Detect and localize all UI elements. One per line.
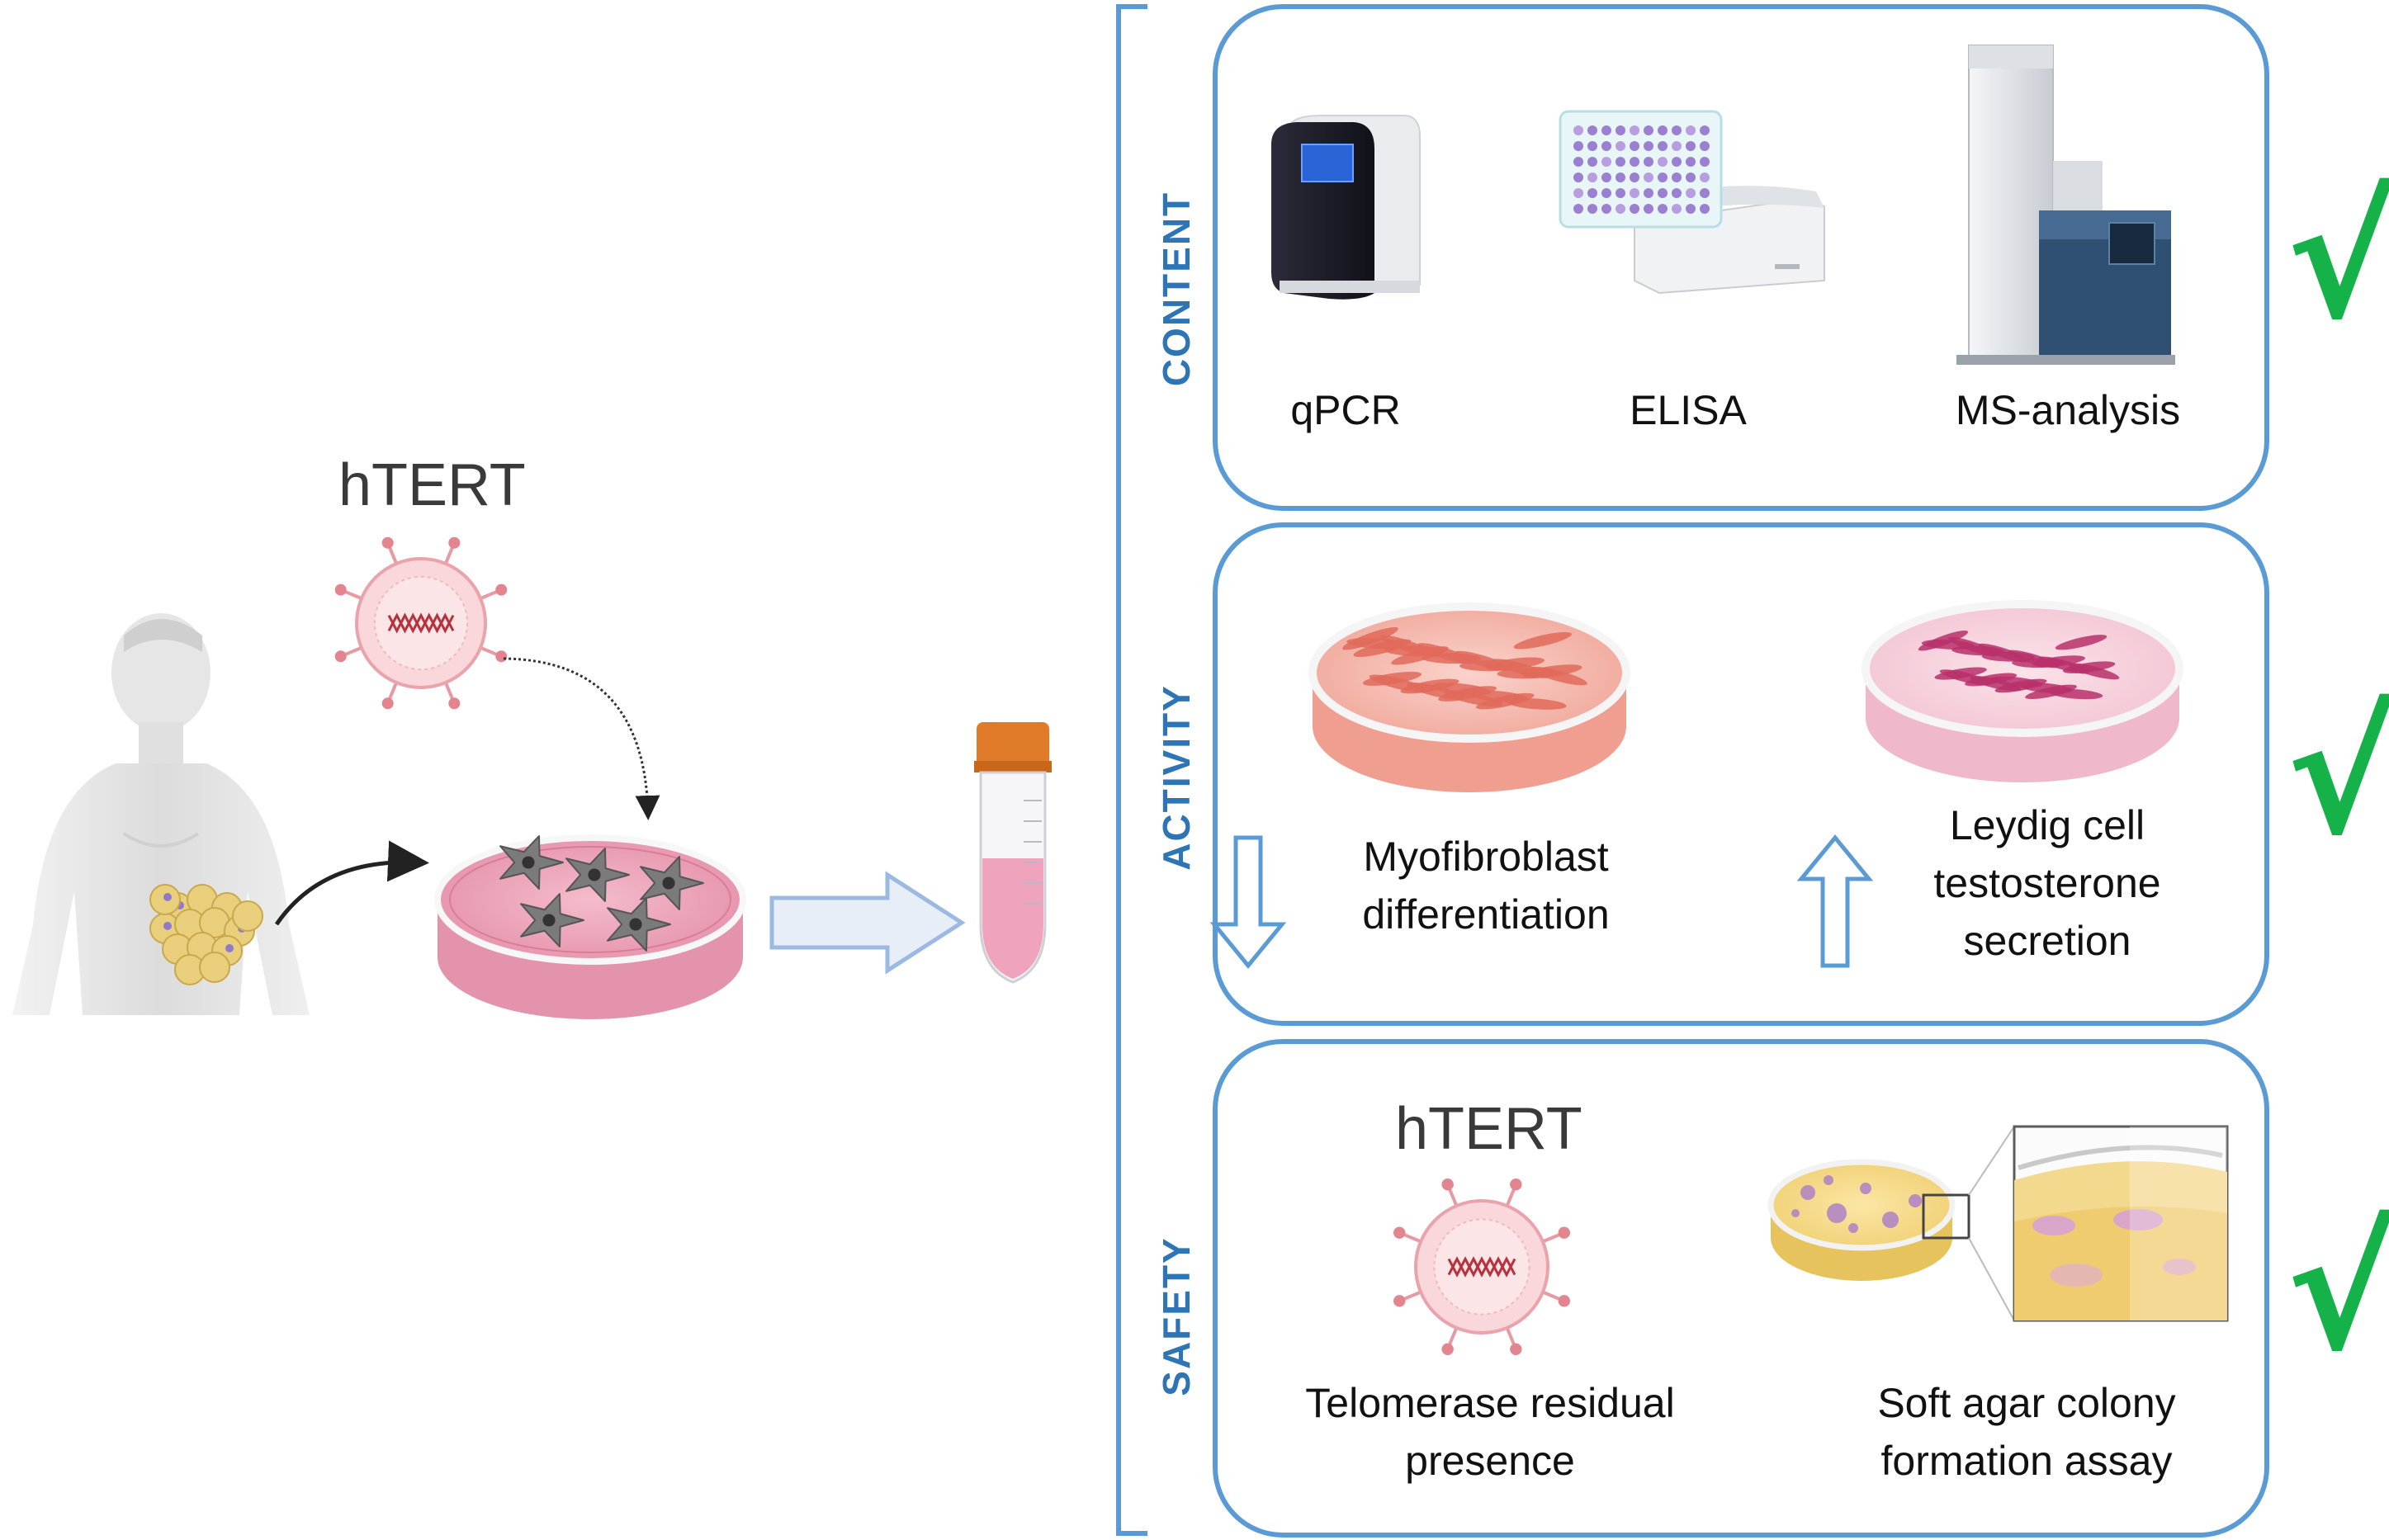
leydig-label-line1: Leydig cell	[1949, 802, 2145, 848]
activity-side-label: ACTIVITY	[1155, 684, 1198, 871]
virus-icon	[334, 536, 508, 710]
elisa-label: ELISA	[1630, 387, 1747, 433]
grouping-bracket	[1116, 4, 1147, 1536]
safety-check-icon: √	[2287, 1195, 2389, 1387]
ms-analysis-label: MS-analysis	[1955, 387, 2181, 433]
qpcr-label: qPCR	[1290, 387, 1401, 433]
myofibroblast-label-line2: differentiation	[1362, 891, 1610, 938]
elisa-plate-wells	[1573, 125, 1710, 214]
zoom-box-small	[1922, 1193, 1970, 1240]
leydig-label-line3: secretion	[1963, 918, 2131, 964]
htert-label-safety: hTERT	[1395, 1096, 1582, 1162]
curved-arrow-to-dish	[274, 840, 429, 926]
leydig-dish-icon	[1862, 600, 2183, 782]
myofibroblast-label-line1: Myofibroblast	[1363, 834, 1609, 880]
safety-side-label: SAFETY	[1155, 1236, 1198, 1396]
stellate-cells	[499, 835, 704, 952]
colony-dots	[1791, 1175, 1922, 1233]
soft-agar-dish-icon	[1767, 1159, 1956, 1281]
soft-agar-label-line2: formation assay	[1880, 1438, 2173, 1484]
safety-panel	[1213, 1039, 2269, 1538]
ms-instrument-icon	[1956, 45, 2175, 365]
increase-arrow-icon	[1796, 834, 1874, 968]
human-figure-icon	[12, 613, 310, 1015]
telomerase-label-line1: Telomerase residual	[1305, 1380, 1675, 1426]
cell-cluster-icon	[149, 884, 263, 985]
curved-dotted-arrow	[503, 657, 660, 820]
myofibroblast-cells	[1342, 627, 1587, 710]
htert-label-left: hTERT	[338, 452, 526, 518]
telomerase-label-line2: presence	[1405, 1438, 1575, 1484]
activity-check-icon: √	[2287, 679, 2389, 872]
content-side-label: CONTENT	[1155, 191, 1198, 387]
hollow-arrow-right	[769, 871, 966, 975]
leydig-label-line2: testosterone	[1933, 860, 2161, 906]
virus-icon-safety	[1393, 1179, 1570, 1355]
leydig-cells	[1918, 631, 2120, 700]
qpcr-machine-icon	[1271, 115, 1421, 300]
decrease-arrow-icon	[1209, 835, 1287, 969]
elisa-reader-icon	[1559, 110, 1825, 295]
falcon-tube-icon	[974, 722, 1052, 984]
content-check-icon: √	[2287, 163, 2389, 356]
soft-agar-label-line1: Soft agar colony	[1877, 1380, 2176, 1426]
soft-agar-zoom-panel	[2013, 1125, 2229, 1322]
